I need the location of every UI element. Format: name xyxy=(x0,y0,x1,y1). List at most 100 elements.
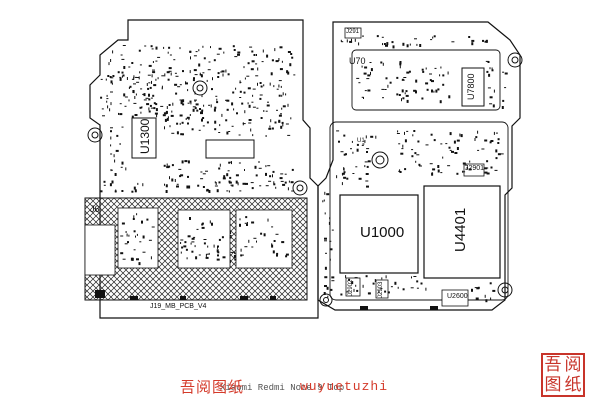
smd-part xyxy=(410,287,414,289)
smd-part xyxy=(163,46,165,49)
smd-part xyxy=(169,125,171,128)
smd-part xyxy=(228,161,231,164)
smd-part xyxy=(222,73,224,77)
smd-part xyxy=(216,189,219,193)
smd-part xyxy=(181,121,184,124)
smd-part xyxy=(195,103,199,106)
smd-part xyxy=(431,172,434,176)
smd-part xyxy=(194,107,197,110)
smd-part xyxy=(210,46,211,49)
smd-part xyxy=(437,88,440,91)
smd-part xyxy=(367,89,371,92)
smd-part xyxy=(273,240,276,242)
smd-part xyxy=(242,182,246,185)
smd-part xyxy=(110,59,112,62)
smd-part xyxy=(153,102,156,105)
smd-part xyxy=(485,60,489,62)
smd-part xyxy=(165,184,168,188)
smd-part xyxy=(390,286,393,288)
smd-part xyxy=(285,255,288,258)
smd-part xyxy=(187,122,189,125)
smd-part xyxy=(420,282,423,285)
smd-part xyxy=(497,153,501,156)
smd-part xyxy=(280,173,284,175)
smd-part xyxy=(449,149,452,151)
smd-part xyxy=(259,82,262,84)
smd-part xyxy=(447,165,451,167)
smd-part xyxy=(179,84,182,86)
smd-part xyxy=(276,254,278,257)
smd-part xyxy=(132,218,135,220)
smd-part xyxy=(179,122,181,125)
smd-part xyxy=(396,93,399,96)
smd-part xyxy=(401,98,402,102)
smd-part xyxy=(291,190,295,192)
smd-part xyxy=(489,103,493,105)
smd-part xyxy=(462,171,466,173)
smd-part xyxy=(260,85,263,88)
smd-part xyxy=(248,119,252,121)
smd-part xyxy=(245,182,248,185)
smd-part xyxy=(242,123,246,125)
smd-part xyxy=(122,258,126,260)
smd-part xyxy=(226,173,229,177)
board-outline-right xyxy=(317,21,521,311)
smd-part xyxy=(351,281,354,285)
smd-part xyxy=(135,235,136,238)
smd-part xyxy=(324,212,326,215)
smd-part xyxy=(191,237,195,240)
smd-part xyxy=(133,90,135,94)
smd-part xyxy=(127,241,129,244)
smd-part xyxy=(151,48,154,50)
smd-part xyxy=(411,276,412,279)
smd-part xyxy=(289,63,292,67)
smd-part xyxy=(165,190,168,193)
smd-part xyxy=(282,183,286,186)
smd-part xyxy=(331,229,334,231)
smd-part xyxy=(194,245,196,248)
smd-part xyxy=(356,289,359,292)
smd-part xyxy=(230,161,232,163)
smd-part xyxy=(489,96,493,99)
smd-part xyxy=(291,168,294,171)
smd-part xyxy=(261,61,264,63)
smd-part xyxy=(425,287,427,291)
smd-part xyxy=(110,77,114,79)
smd-part xyxy=(358,42,360,46)
smd-part xyxy=(260,117,263,119)
smd-part xyxy=(103,180,106,183)
smd-part xyxy=(189,114,191,116)
smd-part xyxy=(100,96,103,99)
smd-part xyxy=(131,115,134,118)
smd-part xyxy=(233,254,236,258)
smd-part xyxy=(240,248,242,252)
smd-part xyxy=(286,70,289,74)
smd-part xyxy=(186,257,188,260)
smd-part xyxy=(192,106,196,108)
smd-part xyxy=(155,46,158,50)
smd-part xyxy=(157,77,159,80)
smd-part xyxy=(372,282,375,285)
smd-part xyxy=(361,144,364,146)
smd-part xyxy=(182,103,185,106)
smd-part xyxy=(440,66,442,69)
smd-part xyxy=(216,53,220,55)
smd-part xyxy=(166,106,168,109)
smd-part xyxy=(114,173,117,176)
smd-part xyxy=(466,166,468,170)
smd-part xyxy=(385,44,388,47)
smd-part xyxy=(115,149,119,152)
smd-part xyxy=(118,112,119,115)
smd-part xyxy=(182,133,184,136)
smd-part xyxy=(257,67,259,71)
smd-part xyxy=(266,54,269,58)
smd-part xyxy=(391,41,394,44)
smd-part xyxy=(175,75,179,77)
smd-part xyxy=(272,174,273,178)
smd-part xyxy=(401,79,405,81)
smd-part xyxy=(148,64,152,67)
smd-part xyxy=(140,111,142,114)
smd-part xyxy=(406,71,410,74)
smd-part xyxy=(504,87,507,89)
smd-part xyxy=(404,139,407,143)
